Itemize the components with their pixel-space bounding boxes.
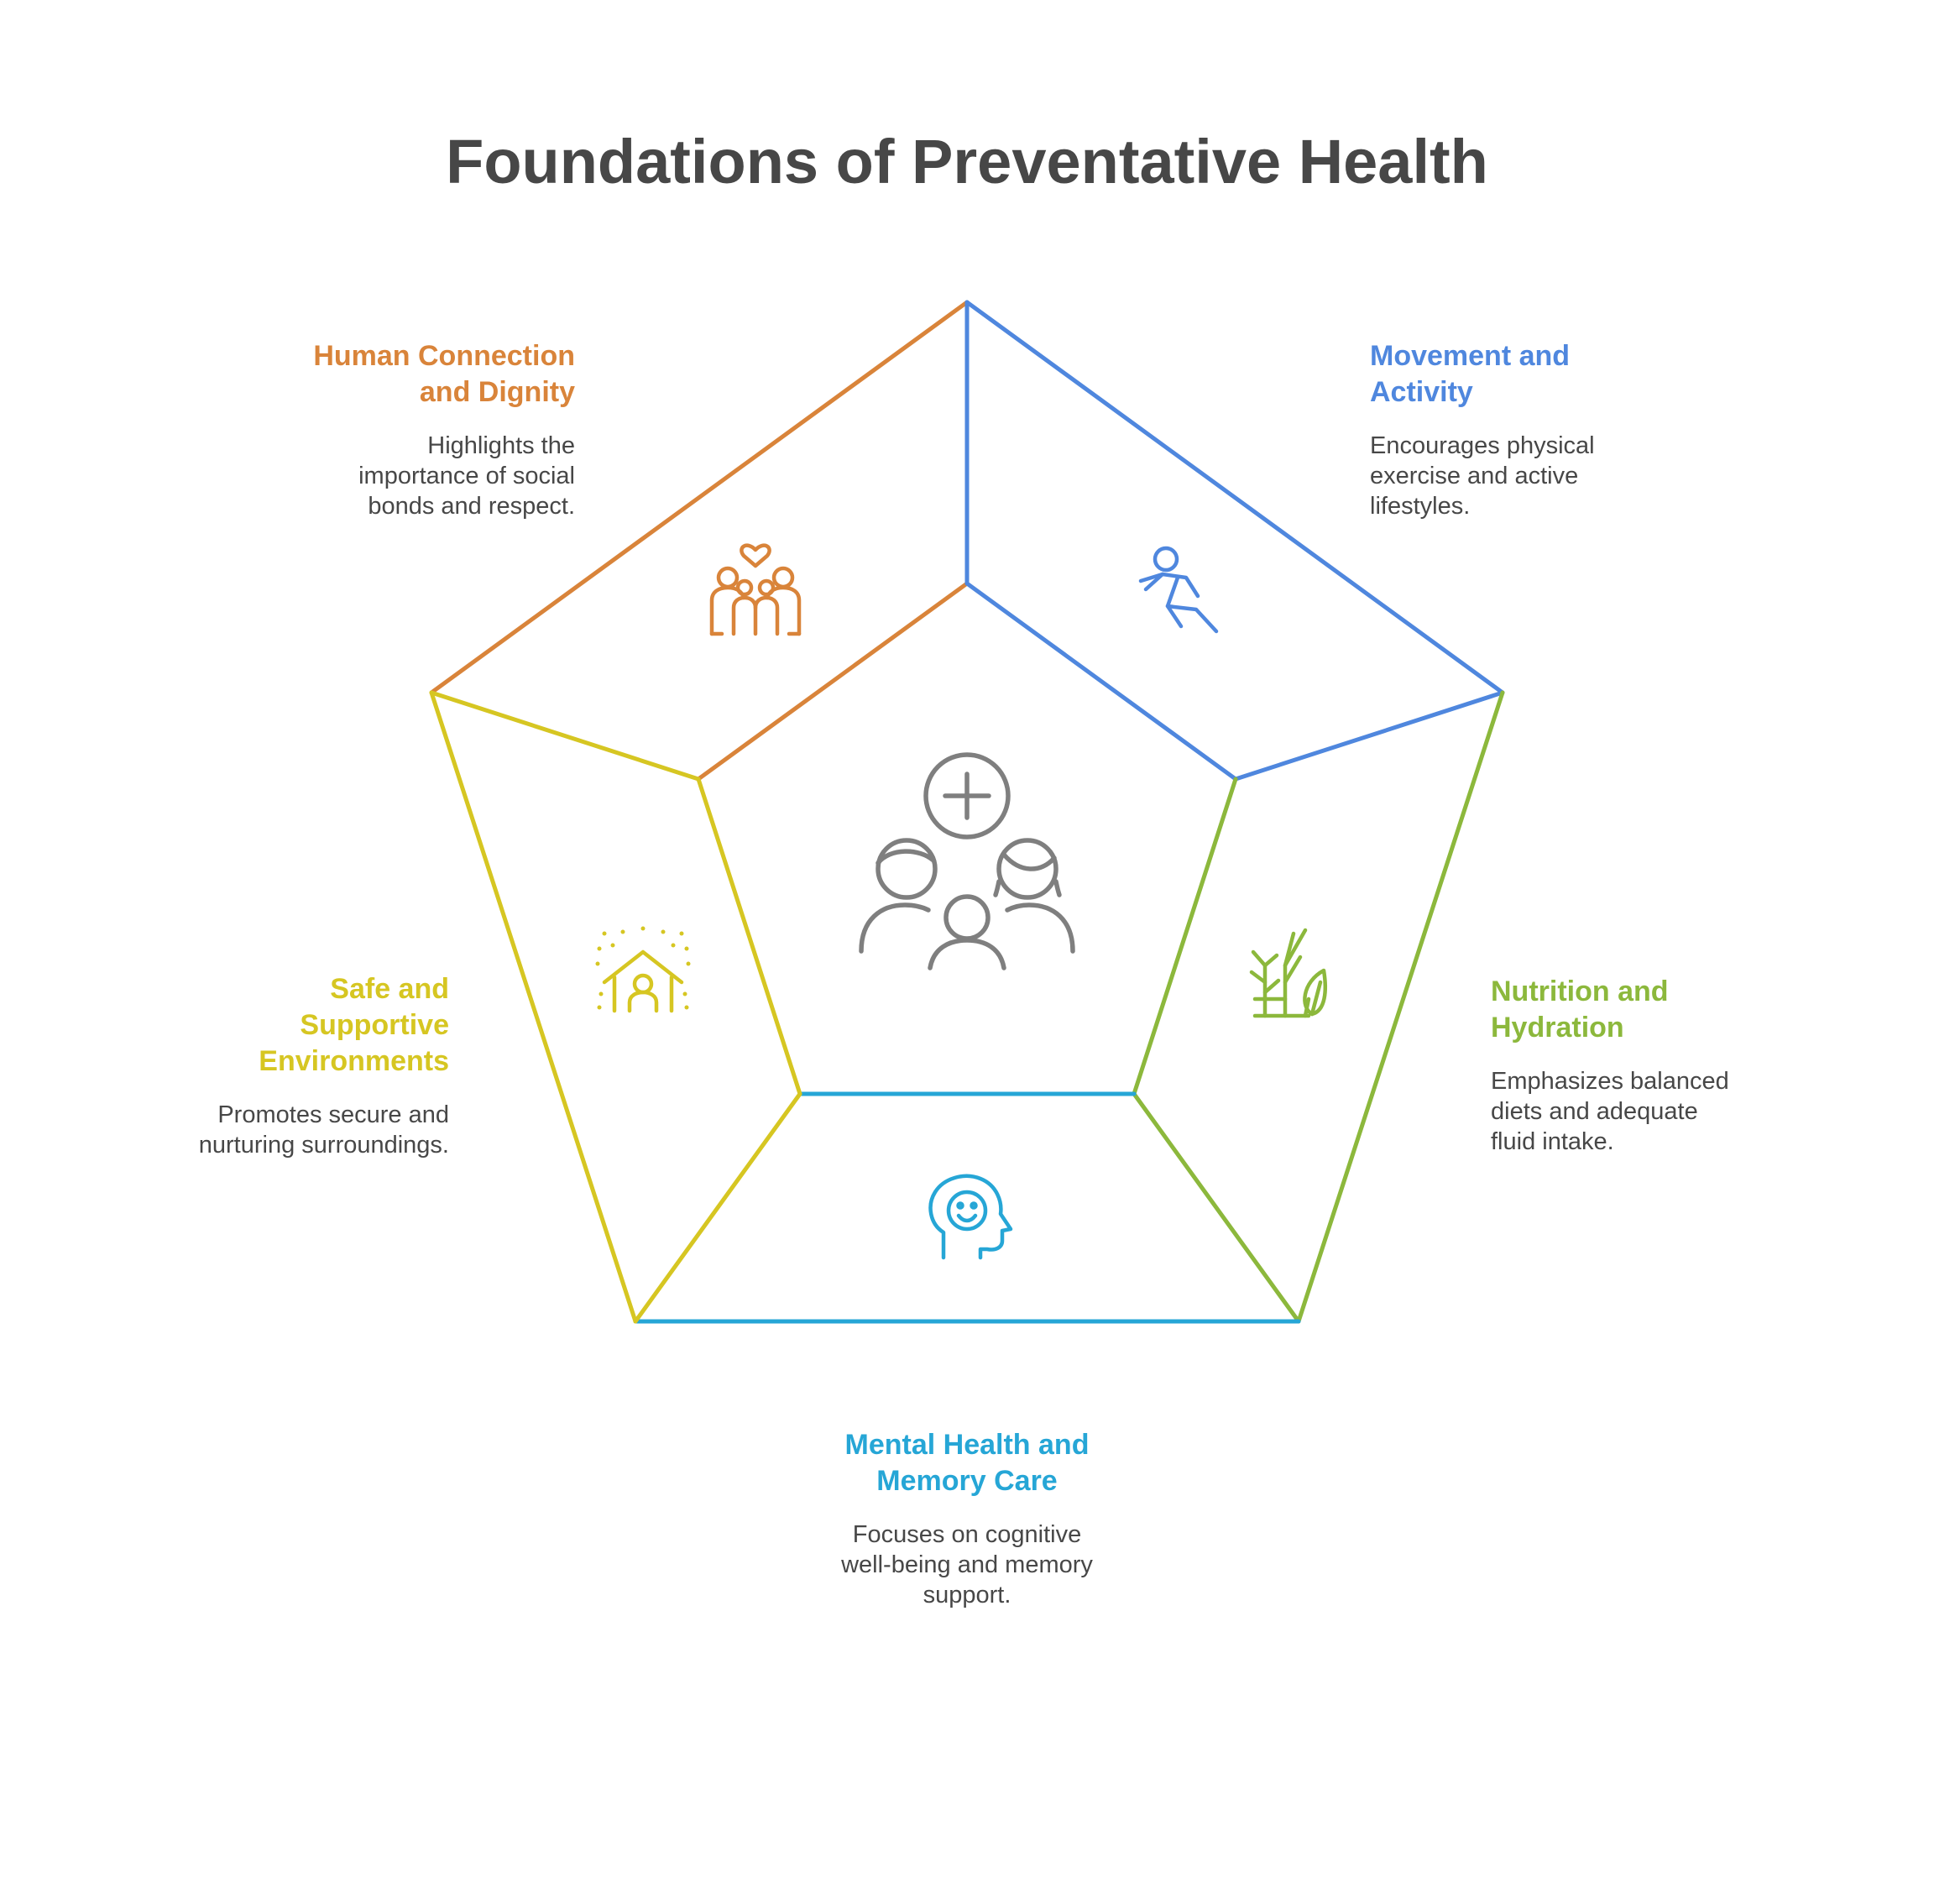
nutrition-heading: Nutrition and Hydration bbox=[1491, 976, 1669, 1044]
human-connection-description: Highlights the importance of social bond… bbox=[358, 432, 575, 520]
running-person-icon bbox=[1138, 546, 1219, 634]
plants-leaf-icon bbox=[1249, 928, 1327, 1018]
movement-description: Encourages physical exercise and active … bbox=[1370, 432, 1595, 520]
human-connection-block: Human Connection and Dignity Highlights … bbox=[273, 338, 575, 521]
smiling-head-icon bbox=[928, 1174, 1013, 1260]
movement-heading: Movement and Activity bbox=[1370, 340, 1571, 408]
movement-block: Movement and Activity Encourages physica… bbox=[1370, 338, 1672, 521]
page-title: Foundations of Preventative Health bbox=[446, 127, 1488, 196]
mental-health-heading: Mental Health and Memory Care bbox=[844, 1429, 1090, 1497]
nutrition-block: Nutrition and Hydration Emphasizes balan… bbox=[1491, 974, 1793, 1157]
safe-environments-description: Promotes secure and nurturing surroundin… bbox=[198, 1101, 449, 1159]
segment-nutrition-outline bbox=[1132, 690, 1505, 1324]
safe-environments-block: Safe and Supportive Environments Promote… bbox=[147, 971, 449, 1160]
segment-mental-health-outline bbox=[633, 1091, 1301, 1324]
mental-health-description: Focuses on cognitive well-being and memo… bbox=[841, 1521, 1093, 1608]
human-connection-heading: Human Connection and Dignity bbox=[313, 340, 575, 408]
people-health-plus-icon bbox=[859, 752, 1075, 970]
segment-safe-environments-outline bbox=[429, 690, 802, 1324]
segment-movement-outline bbox=[964, 300, 1505, 782]
nutrition-description: Emphasizes balanced diets and adequate f… bbox=[1491, 1068, 1729, 1155]
mental-health-block: Mental Health and Memory Care Focuses on… bbox=[799, 1427, 1135, 1610]
house-person-icon bbox=[595, 926, 691, 1013]
safe-environments-heading: Safe and Supportive Environments bbox=[259, 973, 449, 1077]
segment-human-connection-outline bbox=[429, 300, 970, 782]
family-heart-icon bbox=[709, 543, 802, 636]
